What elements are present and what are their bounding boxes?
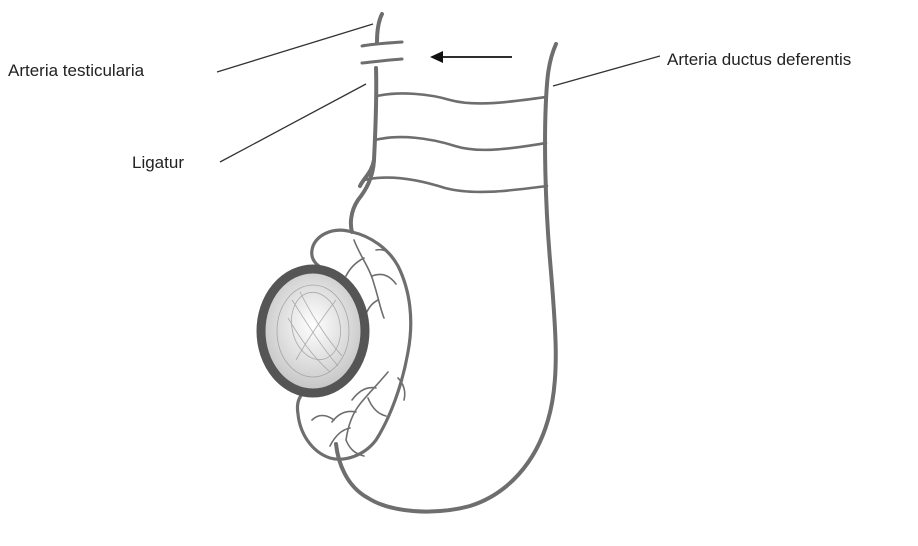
spermatic-cord-left: [351, 68, 376, 232]
arteria-testicularia-vessel: [377, 14, 382, 42]
ligature-icon: [362, 42, 402, 63]
cord-band-3: [364, 178, 547, 192]
leader-line-testicularia: [217, 24, 373, 72]
arteria-ductus-deferentis-vessel: [336, 44, 556, 512]
cord-band-2: [375, 137, 546, 150]
label-ligatur: Ligatur: [132, 153, 184, 173]
cord-band-1: [377, 93, 546, 103]
label-arteria-ductus-deferentis: Arteria ductus deferentis: [667, 50, 851, 70]
leader-line-ligatur: [220, 84, 366, 162]
label-arteria-testicularia: Arteria testicularia: [8, 61, 144, 81]
leader-line-deferentis: [553, 56, 660, 86]
arrow-left-icon: [430, 51, 512, 63]
